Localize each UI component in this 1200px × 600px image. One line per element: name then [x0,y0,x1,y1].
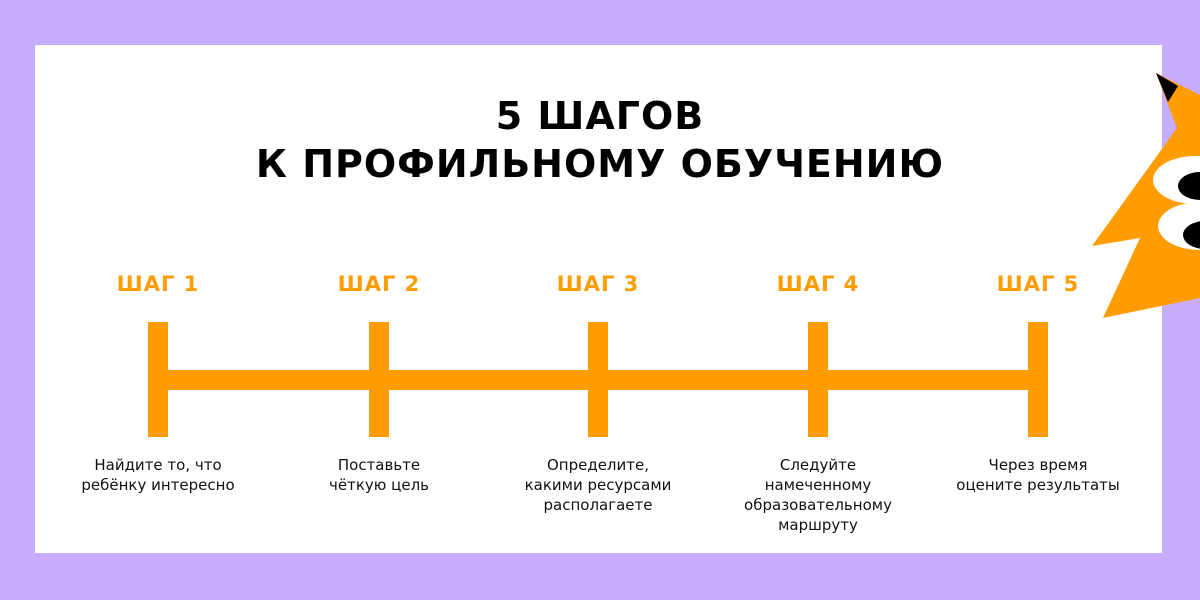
description-line: чёткую цель [328,476,430,494]
timeline-tick-3 [588,322,608,437]
card [35,45,1162,553]
fox-eye-pupil [1178,172,1200,200]
step-label-3: ШАГ 3 [556,272,640,296]
title-line-1: 5 ШАГОВ [495,94,705,138]
fox-head [1092,73,1200,318]
description-line: располагаете [543,496,653,514]
title-line-2: К ПРОФИЛЬНОМУ ОБУЧЕНИЮ [255,142,945,186]
step-description-3: Определите, какими ресурсами располагаете [498,455,698,515]
description-line: какими ресурсами [524,476,672,494]
timeline-tick-2 [369,322,389,437]
description-line: Определите, [546,456,650,474]
step-label-4: ШАГ 4 [776,272,860,296]
page-title: 5 ШАГОВ К ПРОФИЛЬНОМУ ОБУЧЕНИЮ [0,92,1200,188]
fox-ear-tip [1156,73,1178,102]
description-line: маршруту [778,516,858,534]
step-description-5: Через время оцените результаты [938,455,1138,495]
description-line: ребёнку интересно [81,476,235,494]
step-description-1: Найдите то, что ребёнку интересно [58,455,258,495]
description-line: Найдите то, что [94,456,222,474]
description-line: Через время [988,456,1088,474]
step-description-4: Следуйте намеченному образовательному маршр… [718,455,918,535]
timeline-tick-5 [1028,322,1048,437]
timeline-tick-4 [808,322,828,437]
step-description-2: Поставьте чёткую цель [279,455,479,495]
step-label-1: ШАГ 1 [116,272,200,296]
description-line: оцените результаты [956,476,1120,494]
step-label-5: ШАГ 5 [996,272,1080,296]
description-line: образовательному [744,496,892,514]
description-line: Следуйте [779,456,857,474]
fox-eye-pupil [1183,221,1200,249]
timeline-tick-1 [148,322,168,437]
step-label-2: ШАГ 2 [337,272,421,296]
description-line: намеченному [764,476,872,494]
description-line: Поставьте [337,456,421,474]
